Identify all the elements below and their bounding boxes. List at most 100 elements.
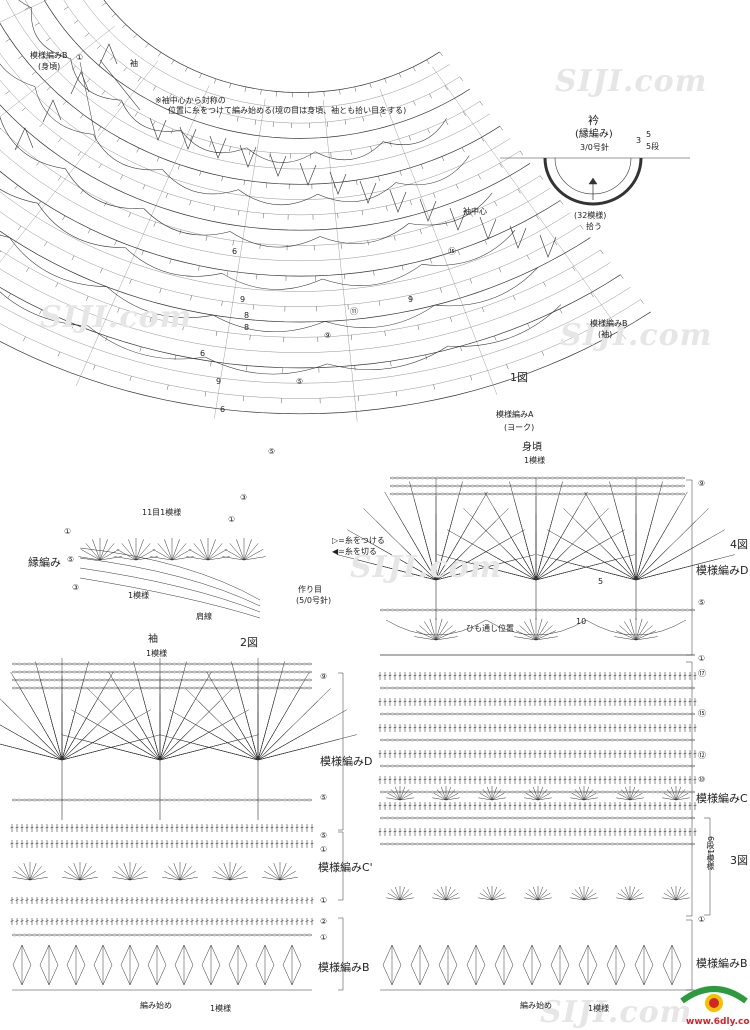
body-small-fan: [570, 786, 598, 801]
yoke-divider: [379, 89, 498, 395]
collar-count: (32模様): [574, 211, 607, 220]
sleeve-small-fan: [62, 862, 98, 881]
body-diamond: [494, 944, 514, 986]
yoke-scallop: [70, 58, 122, 101]
sleeve-edge: [79, 61, 97, 141]
body-treble: [378, 698, 697, 706]
yoke-scallop: [9, 237, 107, 287]
body-small-fan: [386, 786, 414, 801]
collar-needle: 3/0号針: [580, 143, 609, 152]
yoke-divider: [76, 85, 210, 386]
yoke-row: [0, 230, 591, 323]
circled-9b: ⑨: [698, 479, 706, 488]
one-pattern-sleeve: 1模様: [210, 1004, 232, 1013]
yoke-divider: [0, 60, 159, 263]
yoke-scallop: [408, 192, 493, 226]
yoke-ticks: [0, 128, 544, 251]
circled-1h: ①: [320, 933, 328, 942]
body-small-fan: [414, 618, 458, 641]
circled-1: ①: [76, 53, 84, 62]
circled-12: ⑫: [698, 751, 706, 760]
circled-1e: ①: [698, 915, 706, 924]
body-diamond: [578, 944, 598, 986]
sleeve-treble: [10, 897, 314, 904]
yoke-row: [83, 0, 450, 109]
edging-row: [79, 577, 261, 619]
yoke-row: [5, 0, 491, 170]
bracket: [686, 919, 693, 991]
yoke-scallop: [162, 169, 239, 195]
edge-triangle: [479, 216, 497, 240]
edge-triangle: [299, 162, 317, 186]
bracket: [338, 917, 344, 991]
six-rows-1: 6段1模様: [706, 836, 715, 871]
sleeve-diamond: [93, 944, 113, 986]
sleeve-title: 袖: [148, 634, 158, 645]
collar-rows: 5段: [646, 142, 660, 151]
bracket: [686, 479, 693, 656]
num-8: 8: [244, 323, 250, 332]
yoke-divider: [0, 25, 115, 117]
sleeve-chain: [11, 798, 313, 802]
edge-triangle: [389, 189, 407, 213]
num-9: 9: [216, 377, 222, 386]
eleven-one-pattern: 11目1模様: [142, 508, 182, 517]
sleeve-diamond: [174, 944, 194, 986]
collar-arc: [543, 157, 643, 206]
body-small-fan: [524, 886, 552, 901]
note-line-1: ※袖中心から対称の: [155, 96, 226, 105]
edging-fan: [150, 538, 194, 561]
one-pattern-body: 1模様: [588, 1004, 610, 1013]
one-pattern-edge: 1模様: [128, 591, 150, 600]
yoke-scallop: [213, 314, 325, 333]
body-diamond: [382, 944, 402, 986]
sleeve-fan: [0, 658, 161, 761]
edge-triangle: [209, 135, 227, 159]
circled-11: ⑪: [350, 307, 358, 316]
body-diamond: [634, 944, 654, 986]
yoke-ticks: [5, 38, 503, 190]
yoke-scallop: [434, 267, 539, 307]
sleeve-diamond: [120, 944, 140, 986]
yoke-scallop: [0, 234, 10, 238]
num-6: 6: [232, 247, 238, 256]
body-small-fan: [432, 786, 460, 801]
circled-2: ②: [320, 917, 328, 926]
watermark: SIJI.com: [350, 550, 503, 585]
edging-fan: [222, 538, 266, 561]
sleeve-fan: [61, 658, 259, 761]
yoke-ticks: [101, 2, 443, 98]
body-diamond: [606, 944, 626, 986]
num-6: 6: [200, 349, 206, 358]
edge-triangle: [42, 99, 62, 123]
figure-2-label: 2図: [240, 636, 258, 649]
sleeve-word: 袖: [130, 59, 138, 68]
yoke-ticks: [63, 6, 463, 129]
edge-triangle: [329, 171, 347, 195]
bracket: [338, 831, 344, 901]
circled-17: ⑰: [698, 669, 706, 678]
body-small-fan: [662, 786, 690, 801]
yoke-scallop: [0, 291, 89, 327]
pattern-b-body-bottom: 模様編みB: [696, 957, 748, 970]
sleeve-diamond: [228, 944, 248, 986]
edging-row: [79, 567, 261, 613]
edge-triangle: [98, 43, 118, 67]
body-chain: [389, 492, 686, 496]
yoke-scallop: [106, 286, 214, 318]
num-5-body: 5: [598, 577, 604, 586]
attach-legend: ▷=糸をつける: [332, 536, 385, 545]
body-chain: [379, 764, 696, 768]
body-small-fan: [616, 886, 644, 901]
yoke-divider: [0, 0, 48, 23]
yoke-label: (ヨーク): [504, 423, 535, 432]
body-diamond: [438, 944, 458, 986]
yoke-scallop: [447, 304, 562, 347]
note-line-2: 位置に糸をつけて編み始める(境の目は身頃、袖とも拾い目をする): [168, 106, 407, 115]
body-chain: [379, 816, 696, 820]
yoke-scallop: [18, 0, 32, 9]
edge-triangle: [359, 180, 377, 204]
sleeve-chain: [11, 686, 313, 690]
sleeve-chain: [11, 670, 313, 674]
